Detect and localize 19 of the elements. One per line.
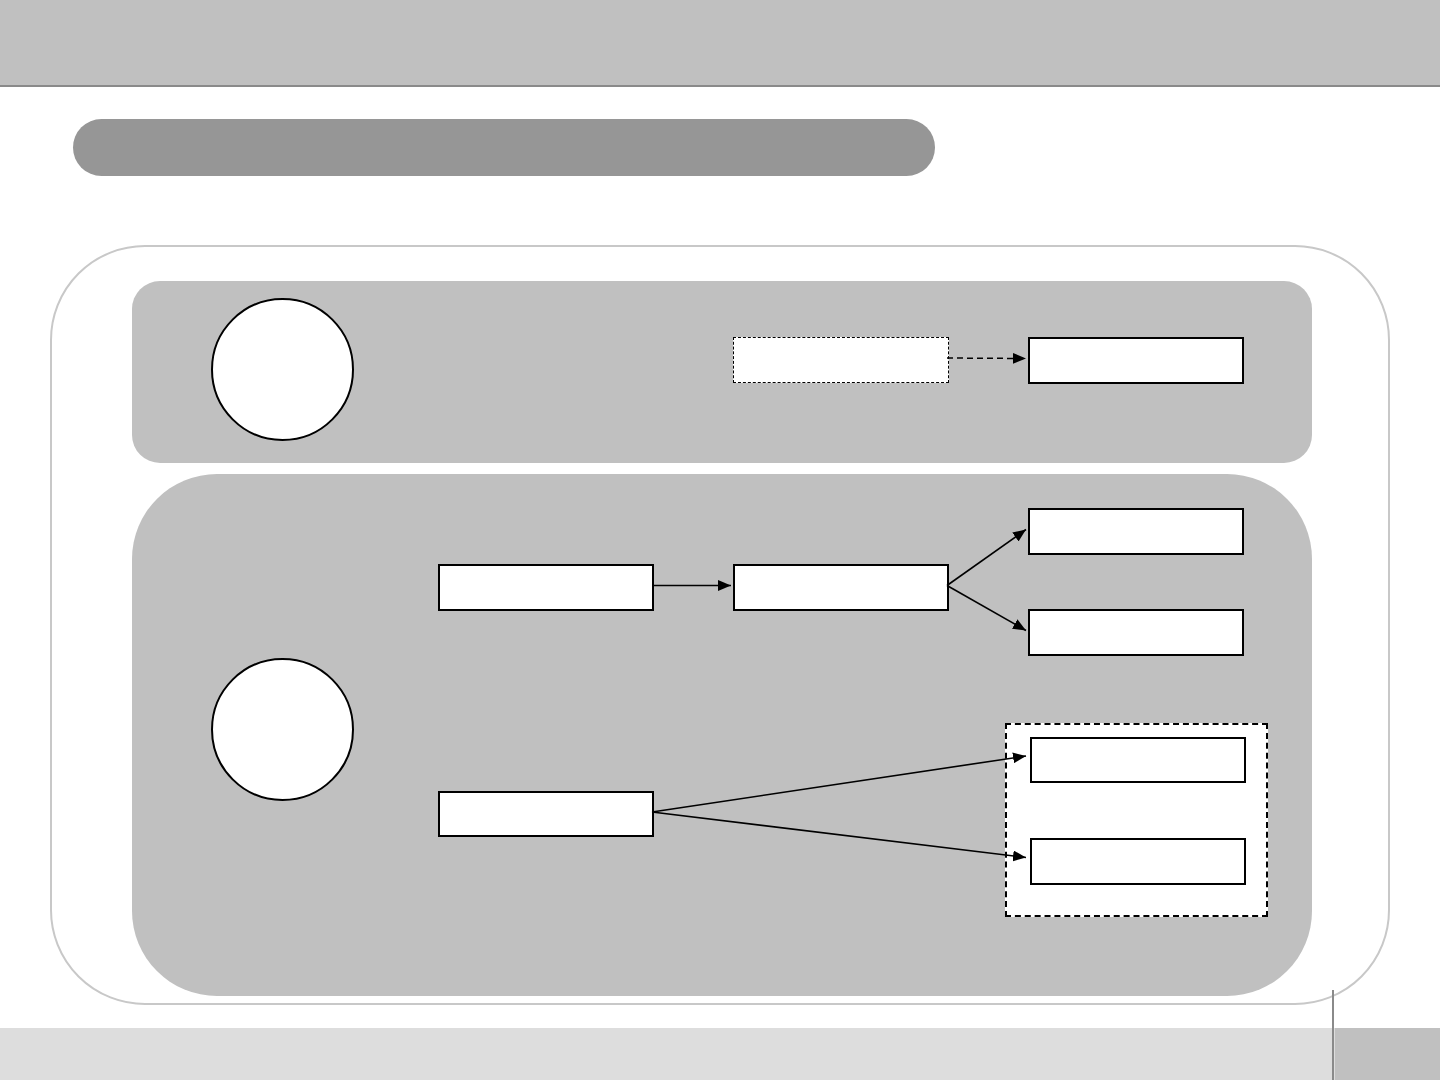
process-box <box>438 791 654 837</box>
process-box <box>1030 838 1246 885</box>
arrow <box>946 584 1027 632</box>
arrow <box>651 580 732 591</box>
arrow <box>651 811 1027 862</box>
process-box <box>1028 609 1244 656</box>
process-box <box>438 564 654 611</box>
section-panel <box>132 281 1312 463</box>
dashed-group-frame <box>1005 723 1268 917</box>
process-box <box>1030 737 1246 783</box>
process-box <box>733 564 949 611</box>
arrow <box>946 528 1027 587</box>
title-bar <box>73 119 935 176</box>
dashed-process-box <box>733 337 949 383</box>
process-box <box>1028 508 1244 555</box>
process-box <box>1028 337 1244 384</box>
arrow <box>946 353 1027 364</box>
rounded-frame <box>50 245 1390 1005</box>
section-panel <box>132 474 1312 996</box>
